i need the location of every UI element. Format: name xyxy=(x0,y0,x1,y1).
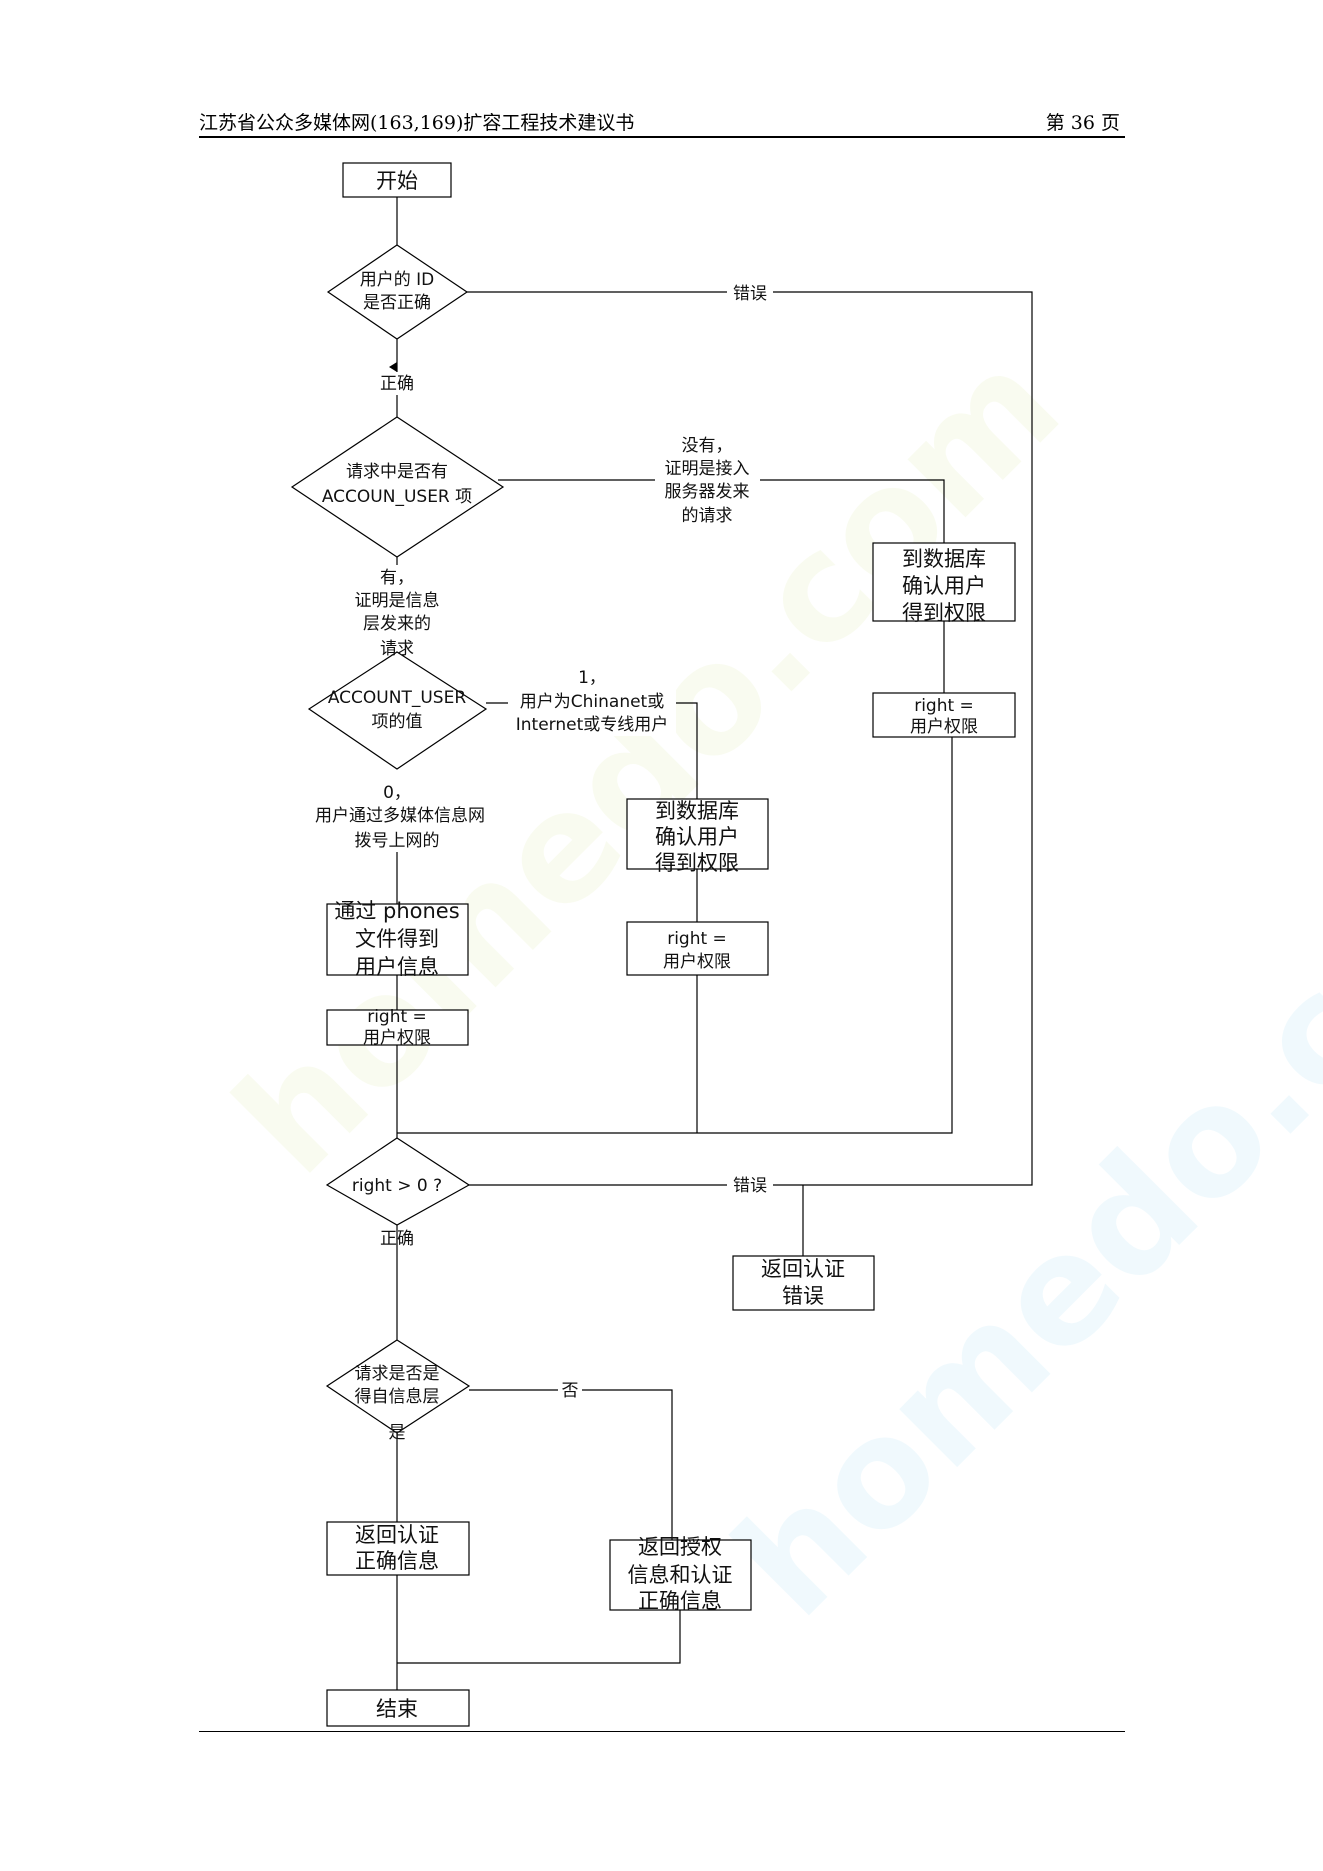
decision-text: 请求是否是 xyxy=(355,1364,440,1384)
end-label: 结束 xyxy=(376,1697,418,1721)
box-text: 用户权限 xyxy=(910,717,978,737)
label-no-accoun-user: 没有， 证明是接入 服务器发来 的请求 xyxy=(665,436,750,526)
box-text: right = xyxy=(667,929,727,949)
box-text: right = xyxy=(367,1007,427,1027)
box-text: 信息和认证 xyxy=(628,1563,733,1587)
label-no: 否 xyxy=(562,1381,579,1401)
label-line: 有， xyxy=(380,568,414,588)
document-header-title: 江苏省公众多媒体网(163,169)扩容工程技术建议书 xyxy=(199,112,635,134)
box-text: 返回认证 xyxy=(761,1257,845,1281)
label-line: 的请求 xyxy=(682,506,733,526)
process-phones-file: 通过 phones 文件得到 用户信息 xyxy=(326,899,469,979)
decision-text: 是否正确 xyxy=(363,293,431,313)
label-line: 请求 xyxy=(380,639,414,659)
label-line: 层发来的 xyxy=(363,614,431,634)
label-line: 证明是信息 xyxy=(355,591,440,611)
decision-text: ACCOUNT_USER xyxy=(328,688,466,708)
box-text: 确认用户 xyxy=(902,574,986,598)
decision-right-positive: right > 0 ? xyxy=(325,1137,471,1226)
box-text: 得到权限 xyxy=(902,601,986,625)
label-line: 1， xyxy=(578,668,606,688)
decision-text: 项的值 xyxy=(372,712,423,732)
decision-accoun-user: 请求中是否有 ACCOUN_USER 项 xyxy=(290,416,505,558)
box-text: 正确信息 xyxy=(638,1589,722,1613)
end-node: 结束 xyxy=(326,1689,470,1727)
label-yes: 是 xyxy=(389,1423,406,1443)
decision-text: 得自信息层 xyxy=(355,1387,440,1407)
decision-user-id: 用户的 ID 是否正确 xyxy=(326,244,469,340)
decision-text: right > 0 ? xyxy=(352,1176,442,1196)
label-line: 没有， xyxy=(682,436,733,456)
box-text: 通过 phones xyxy=(334,899,459,923)
box-text: 正确信息 xyxy=(355,1549,439,1573)
box-text: 错误 xyxy=(782,1284,824,1308)
decision-from-info-layer: 请求是否是 得自信息层 xyxy=(325,1339,471,1434)
box-text: 用户权限 xyxy=(363,1028,431,1048)
label-line: 用户通过多媒体信息网 xyxy=(315,806,485,826)
box-text: 到数据库 xyxy=(902,547,986,571)
box-text: 返回认证 xyxy=(355,1523,439,1547)
label-correct-2: 正确 xyxy=(380,1229,414,1249)
label-has-accoun-user: 有， 证明是信息 层发来的 请求 xyxy=(355,568,440,659)
arrow-head-icon xyxy=(389,362,397,372)
box-text: 到数据库 xyxy=(655,799,739,823)
process-db-right: 到数据库 确认用户 得到权限 xyxy=(872,542,1016,625)
label-correct-1: 正确 xyxy=(380,374,414,394)
process-return-auth-error: 返回认证 错误 xyxy=(732,1255,875,1311)
process-return-authorization: 返回授权 信息和认证 正确信息 xyxy=(609,1535,752,1613)
label-line: 服务器发来 xyxy=(665,482,750,502)
watermark-homedo: homedo.com xyxy=(203,318,1092,1207)
label-value-zero: 0， 用户通过多媒体信息网 拨号上网的 xyxy=(315,783,485,851)
label-line: 拨号上网的 xyxy=(355,831,440,851)
box-text: 文件得到 xyxy=(355,927,439,951)
footer-rule xyxy=(199,1731,1125,1732)
box-text: 用户信息 xyxy=(355,955,439,979)
box-text: 返回授权 xyxy=(638,1535,722,1559)
label-value-one: 1， 用户为Chinanet或 Internet或专线用户 xyxy=(516,668,669,735)
process-db-mid: 到数据库 确认用户 得到权限 xyxy=(626,798,769,875)
label-line: 0， xyxy=(383,783,411,803)
decision-account-user-value: ACCOUNT_USER 项的值 xyxy=(307,651,488,770)
decision-text: 请求中是否有 xyxy=(346,462,448,482)
process-right-assign-mid: right = 用户权限 xyxy=(626,921,769,976)
box-text: 确认用户 xyxy=(655,825,739,849)
process-return-auth-ok: 返回认证 正确信息 xyxy=(326,1521,470,1576)
label-error-1: 错误 xyxy=(733,284,767,304)
watermark-homedo-2: homedo.com xyxy=(702,761,1323,1650)
box-text: 用户权限 xyxy=(663,952,731,972)
label-line: 用户为Chinanet或 xyxy=(520,692,664,712)
box-text: 得到权限 xyxy=(655,851,739,875)
start-label: 开始 xyxy=(376,169,418,193)
label-error-2: 错误 xyxy=(733,1176,767,1196)
process-right-assign-right: right = 用户权限 xyxy=(872,692,1016,738)
label-line: 证明是接入 xyxy=(665,459,750,479)
label-line: Internet或专线用户 xyxy=(516,715,669,735)
decision-text: ACCOUN_USER 项 xyxy=(322,487,472,507)
page-number: 第 36 页 xyxy=(1045,112,1120,134)
box-text: right = xyxy=(914,696,974,716)
header-rule xyxy=(199,136,1125,138)
process-right-assign-left: right = 用户权限 xyxy=(326,1007,469,1048)
decision-text: 用户的 ID xyxy=(360,270,435,290)
start-node: 开始 xyxy=(342,162,452,198)
